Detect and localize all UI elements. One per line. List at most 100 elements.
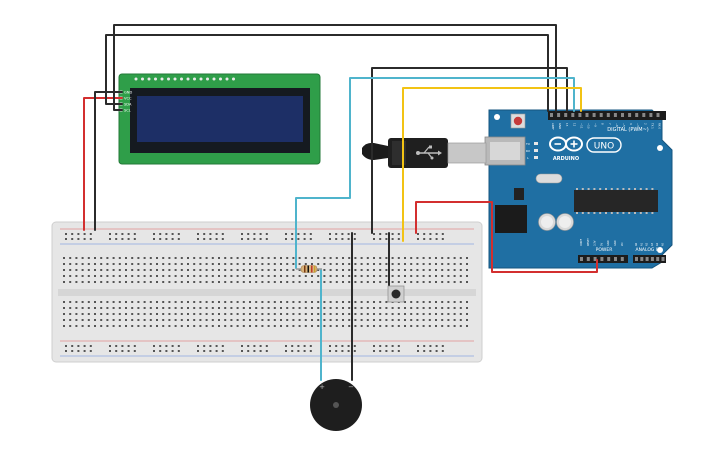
breadboard-hole — [366, 325, 369, 327]
lcd-pin-label: VCC — [124, 97, 132, 101]
breadboard-hole — [286, 313, 289, 315]
reset-button-cap[interactable] — [513, 116, 523, 126]
breadboard-hole — [385, 301, 388, 303]
breadboard-hole — [118, 313, 121, 315]
breadboard-hole — [249, 275, 251, 277]
breadboard-hole — [385, 325, 388, 327]
breadboard-hole — [162, 269, 165, 271]
breadboard-hole — [286, 301, 289, 303]
breadboard-hole — [323, 269, 326, 271]
breadboard-hole — [422, 263, 425, 265]
chip-pin — [581, 212, 584, 214]
breadboard-hole — [211, 281, 214, 283]
breadboard-hole — [118, 301, 121, 303]
breadboard-hole — [353, 345, 356, 347]
breadboard-hole — [280, 319, 282, 321]
breadboard-hole — [156, 307, 158, 309]
breadboard-hole — [422, 257, 425, 259]
breadboard-hole — [159, 233, 162, 235]
push-button-cap[interactable] — [391, 289, 401, 299]
breadboard-hole — [298, 301, 301, 303]
breadboard-hole — [422, 307, 425, 309]
breadboard-hole — [423, 233, 426, 235]
breadboard-hole — [100, 313, 103, 315]
breadboard-hole — [292, 301, 295, 303]
breadboard-hole — [180, 269, 183, 271]
breadboard-hole — [218, 319, 220, 321]
breadboard-hole — [112, 301, 115, 303]
breadboard-hole — [162, 313, 165, 315]
digital-pin-label: 13 — [565, 123, 569, 127]
breadboard-hole — [265, 345, 268, 347]
breadboard-hole — [156, 313, 158, 315]
breadboard-hole — [261, 313, 264, 315]
header-hole — [614, 257, 617, 261]
breadboard-hole — [106, 301, 109, 303]
breadboard-hole — [304, 325, 307, 327]
breadboard-hole — [236, 275, 239, 277]
breadboard-hole — [218, 275, 220, 277]
breadboard-hole — [379, 307, 382, 309]
breadboard-hole — [341, 350, 344, 352]
bottom-header-holes — [580, 257, 665, 261]
breadboard-hole — [297, 350, 300, 352]
breadboard-hole — [205, 325, 208, 327]
breadboard-hole — [106, 307, 109, 309]
piezo-buzzer: + − — [310, 379, 362, 431]
breadboard-hole — [441, 281, 444, 283]
breadboard-hole — [459, 263, 462, 265]
breadboard-hole — [404, 307, 406, 309]
breadboard-hole — [149, 307, 152, 309]
breadboard-hole — [404, 257, 406, 259]
breadboard-hole — [366, 257, 369, 259]
breadboard-hole — [323, 275, 326, 277]
breadboard-hole — [171, 233, 174, 235]
analog-header — [633, 255, 666, 263]
wire-black-gnd — [371, 67, 568, 234]
breadboard-hole — [466, 269, 468, 271]
push-button[interactable] — [387, 285, 405, 303]
breadboard-hole — [156, 257, 158, 259]
breadboard-hole — [153, 233, 155, 235]
breadboard-hole — [261, 275, 264, 277]
breadboard-hole — [335, 307, 338, 309]
breadboard-hole — [89, 350, 92, 352]
breadboard-hole — [280, 281, 282, 283]
breadboard-hole — [267, 319, 270, 321]
lcd-pin-label: SCL — [124, 109, 131, 113]
breadboard-hole — [329, 345, 331, 347]
breadboard-hole — [280, 307, 282, 309]
breadboard-hole — [335, 238, 338, 240]
breadboard-hole — [156, 281, 158, 283]
lcd-header-hole — [225, 77, 229, 81]
breadboard-hole — [83, 233, 86, 235]
breadboard-hole — [298, 319, 301, 321]
breadboard-hole — [149, 319, 152, 321]
breadboard-hole — [156, 319, 158, 321]
breadboard-hole — [323, 301, 326, 303]
breadboard-hole — [265, 233, 268, 235]
breadboard-hole — [125, 313, 127, 315]
breadboard-hole — [429, 238, 432, 240]
breadboard-hole — [261, 325, 264, 327]
wire-black-lcd-sda — [105, 34, 549, 112]
breadboard-hole — [75, 257, 78, 259]
breadboard-hole — [112, 313, 115, 315]
breadboard-hole — [267, 269, 270, 271]
breadboard-hole — [285, 233, 287, 235]
breadboard-hole — [168, 257, 171, 259]
breadboard-hole — [106, 263, 109, 265]
breadboard-hole — [115, 345, 118, 347]
breadboard-hole — [143, 275, 146, 277]
breadboard-hole — [373, 269, 375, 271]
breadboard-hole — [379, 257, 382, 259]
breadboard-hole — [447, 281, 450, 283]
breadboard-hole — [385, 350, 388, 352]
digital-pin-label: RX 0 — [658, 123, 662, 129]
breadboard-hole — [94, 301, 96, 303]
breadboard-hole — [385, 275, 388, 277]
breadboard-hole — [165, 350, 168, 352]
breadboard-hole — [106, 319, 109, 321]
breadboard-hole — [131, 307, 134, 309]
breadboard-hole — [441, 263, 444, 265]
